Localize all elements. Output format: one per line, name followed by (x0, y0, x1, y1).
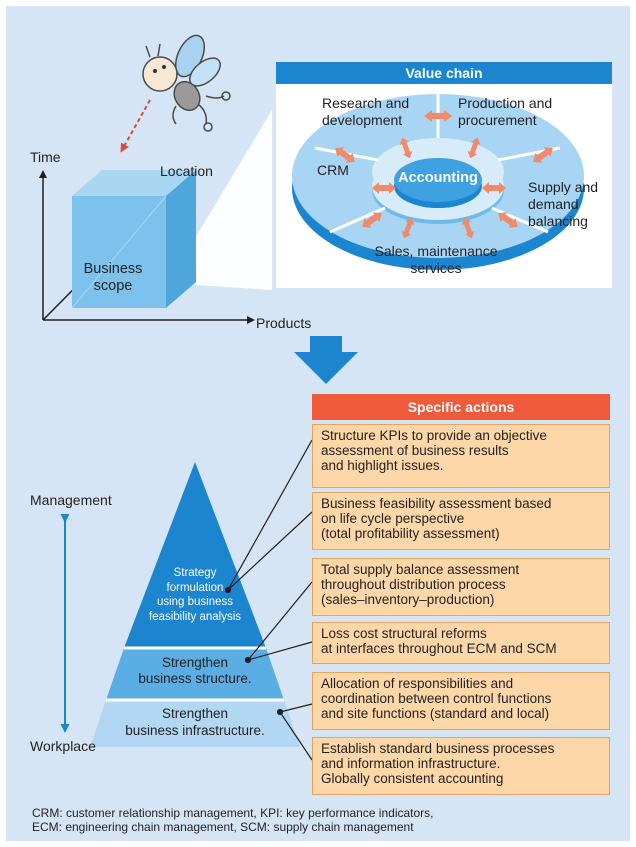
time-axis-label: Time (30, 149, 61, 165)
pyramid-bottom-label: Strengthen business infrastructure. (125, 706, 265, 738)
workplace-label: Workplace (30, 738, 96, 754)
callout-wedge (188, 110, 272, 290)
orange-arrows (335, 110, 553, 239)
action-item: Allocation of responsibilities and coord… (312, 672, 610, 730)
down-arrow-icon (294, 336, 358, 384)
accounting-label: Accounting (398, 170, 478, 186)
location-axis-label: Location (160, 163, 213, 179)
sales-maintenance-label: Sales, maintenance services (374, 243, 498, 276)
fly-character-icon (142, 34, 231, 132)
production-procurement-label: Production and procurement (458, 95, 553, 128)
action-item: Total supply balance assessment througho… (312, 558, 610, 616)
pyramid (90, 462, 300, 747)
connector-lines (224, 439, 313, 761)
business-scope-label: Business scope (83, 261, 143, 294)
value-chain-title: Value chain (276, 62, 612, 84)
pyramid-middle-label: Strengthen business structure. (138, 655, 252, 686)
action-item: Establish standard business processes an… (312, 737, 610, 795)
business-scope-cube (71, 170, 196, 309)
action-item: Business feasibility assessment based on… (312, 492, 610, 550)
footnote-line-2: ECM: engineering chain management, SCM: … (32, 820, 414, 834)
specific-actions-title: Specific actions (312, 394, 610, 420)
crm-label: CRM (317, 162, 349, 178)
products-axis-label: Products (256, 315, 312, 331)
footnote-line-1: CRM: customer relationship management, K… (32, 806, 434, 820)
action-item: Structure KPIs to provide an objective a… (312, 424, 610, 488)
red-dashed-arrow (120, 99, 151, 153)
research-development-label: Research and development (322, 95, 410, 128)
action-item: Loss cost structural reforms at interfac… (312, 622, 610, 664)
supply-demand-label: Supply and demand balancing (528, 179, 599, 229)
pyramid-top-label: Strategy formulation using business feas… (148, 567, 242, 623)
value-chain-ring (292, 94, 584, 270)
management-label: Management (30, 492, 112, 508)
